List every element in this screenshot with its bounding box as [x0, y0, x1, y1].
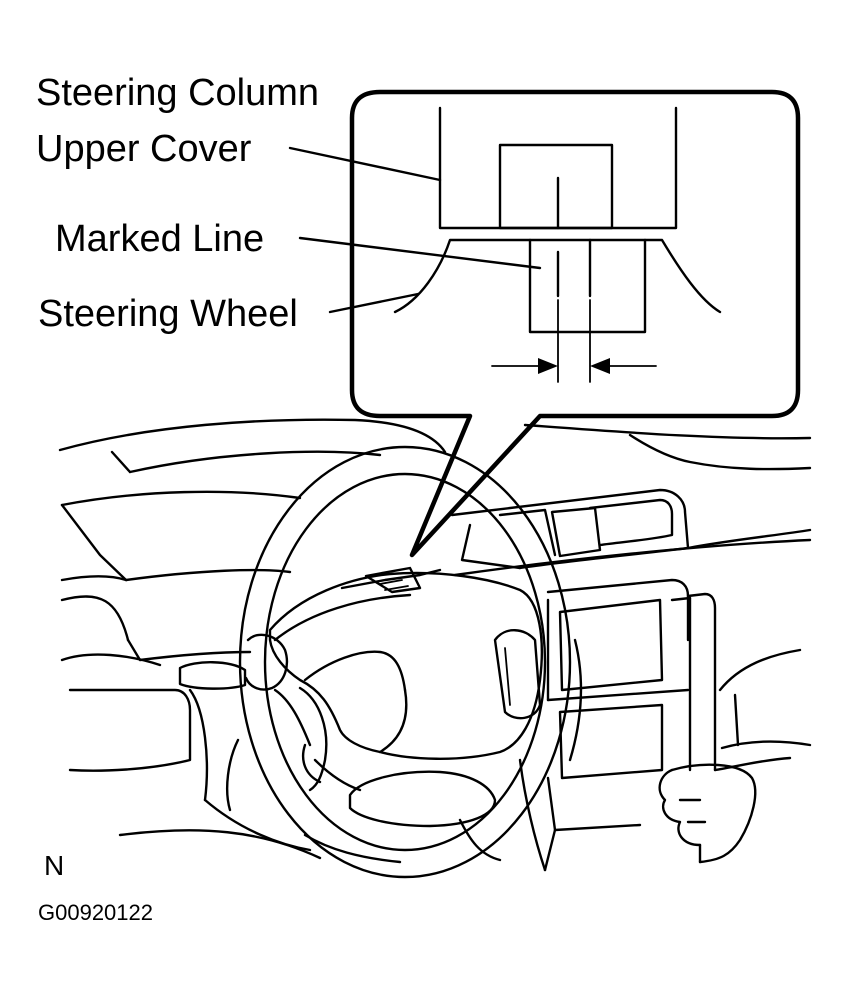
label-upper-cover: Upper Cover — [36, 128, 252, 170]
leader-lines — [288, 146, 542, 314]
label-steering-wheel: Steering Wheel — [38, 293, 298, 335]
callout-bubble — [349, 89, 801, 558]
steering-wheel-leader — [328, 292, 420, 314]
label-marked-line: Marked Line — [55, 218, 265, 260]
label-steering-column: Steering Column — [36, 72, 320, 114]
steering-wheel-drawing — [225, 445, 583, 879]
orientation-marker: N — [44, 850, 65, 881]
marked-line-leader — [298, 236, 542, 270]
dashboard-drawing — [58, 418, 812, 872]
upper-cover-leader — [288, 146, 442, 182]
figure-code: G00920122 — [38, 900, 153, 925]
